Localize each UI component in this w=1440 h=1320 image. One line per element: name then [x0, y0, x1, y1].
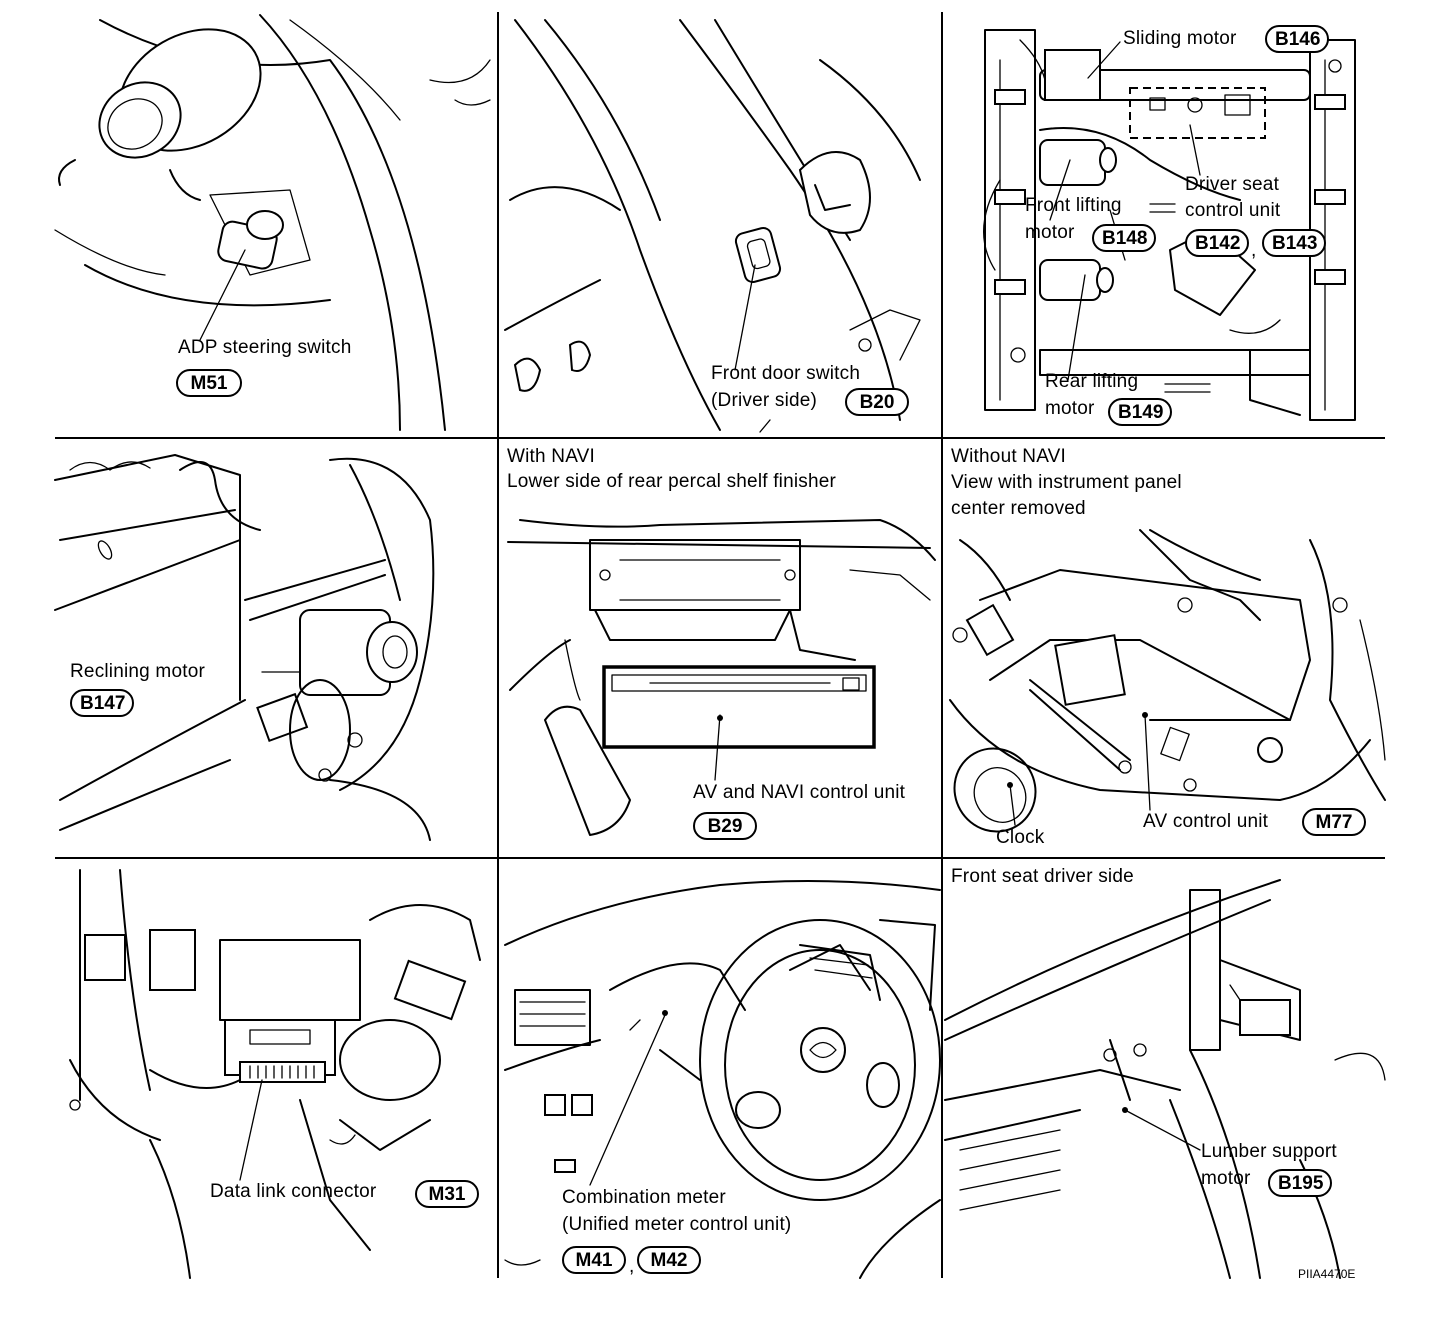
data-link-connector-label: Data link connector	[210, 1181, 377, 1202]
connector-badge-b20: B20	[845, 388, 909, 416]
connector-badge-b148: B148	[1092, 224, 1156, 252]
lumbar-heading: Front seat driver side	[951, 866, 1134, 887]
air-vent-left	[514, 989, 591, 1046]
av-navi-unit-label: AV and NAVI control unit	[693, 782, 906, 803]
sliding-motor-label: Sliding motor	[1123, 28, 1237, 49]
dlc-sketch	[69, 869, 481, 1279]
door-switch-sketch	[429, 19, 921, 433]
connector-badge-b195: B195	[1268, 1169, 1332, 1197]
no-navi-subheading: View with instrument panel	[951, 472, 1182, 493]
reclining-motor-label: Reclining motor	[70, 661, 205, 682]
lumbar-motor-label: Lumber support	[1201, 1141, 1337, 1162]
seat-control-unit-label-2: control unit	[1185, 200, 1281, 221]
connector-badge-b146: B146	[1265, 25, 1329, 53]
navi-subheading: Lower side of rear percal shelf finisher	[507, 471, 837, 492]
av-control-unit-label: AV control unit	[1143, 811, 1269, 832]
air-vent-right	[799, 944, 881, 1001]
rear-lifting-motor-label-2: motor	[1045, 398, 1095, 419]
lumbar-motor-sketch	[944, 879, 1386, 1279]
combination-meter-label: Combination meter	[562, 1187, 726, 1208]
connector-badge-m31: M31	[415, 1180, 479, 1208]
recline-motor-sketch	[54, 454, 435, 841]
no-navi-subheading-2: center removed	[951, 498, 1086, 519]
front-lifting-motor-label-2: motor	[1025, 222, 1075, 243]
panel-grid	[55, 12, 1385, 1278]
unified-meter-label: (Unified meter control unit)	[562, 1214, 792, 1235]
connector-badge-m77: M77	[1302, 808, 1366, 836]
adp-steering-switch-label: ADP steering switch	[178, 337, 352, 358]
seat-control-unit-label: Driver seat	[1185, 174, 1280, 195]
connector-badge-m41: M41	[562, 1246, 626, 1274]
figure-code: PIIA4470E	[1298, 1267, 1356, 1281]
seat-frame-sketch	[982, 29, 1356, 421]
front-lifting-motor-label: Front lifting	[1025, 195, 1122, 216]
badge-separator-comma-2: ,	[629, 1256, 635, 1277]
door-switch-label: Front door switch	[711, 363, 861, 384]
adp-switch-sketch	[54, 14, 446, 431]
connector-badge-m42: M42	[637, 1246, 701, 1274]
rear-lifting-motor-label: Rear lifting	[1045, 371, 1139, 392]
navi-heading: With NAVI	[507, 446, 596, 467]
connector-badge-b142: B142	[1185, 229, 1249, 257]
navi-unit-sketch	[507, 519, 936, 836]
badge-separator-comma: ,	[1251, 240, 1257, 261]
no-navi-heading: Without NAVI	[951, 446, 1067, 467]
clock-label: Clock	[996, 827, 1045, 848]
lumbar-motor-label-2: motor	[1201, 1168, 1251, 1189]
connector-badge-m51: M51	[176, 369, 242, 397]
meter-sketch	[504, 880, 941, 1279]
connector-badge-b149: B149	[1108, 398, 1172, 426]
connector-badge-b143: B143	[1262, 229, 1326, 257]
av-unit-sketch	[949, 529, 1386, 833]
door-switch-side-label: (Driver side)	[711, 390, 818, 411]
connector-badge-b147: B147	[70, 689, 134, 717]
connector-badge-b29: B29	[693, 812, 757, 840]
